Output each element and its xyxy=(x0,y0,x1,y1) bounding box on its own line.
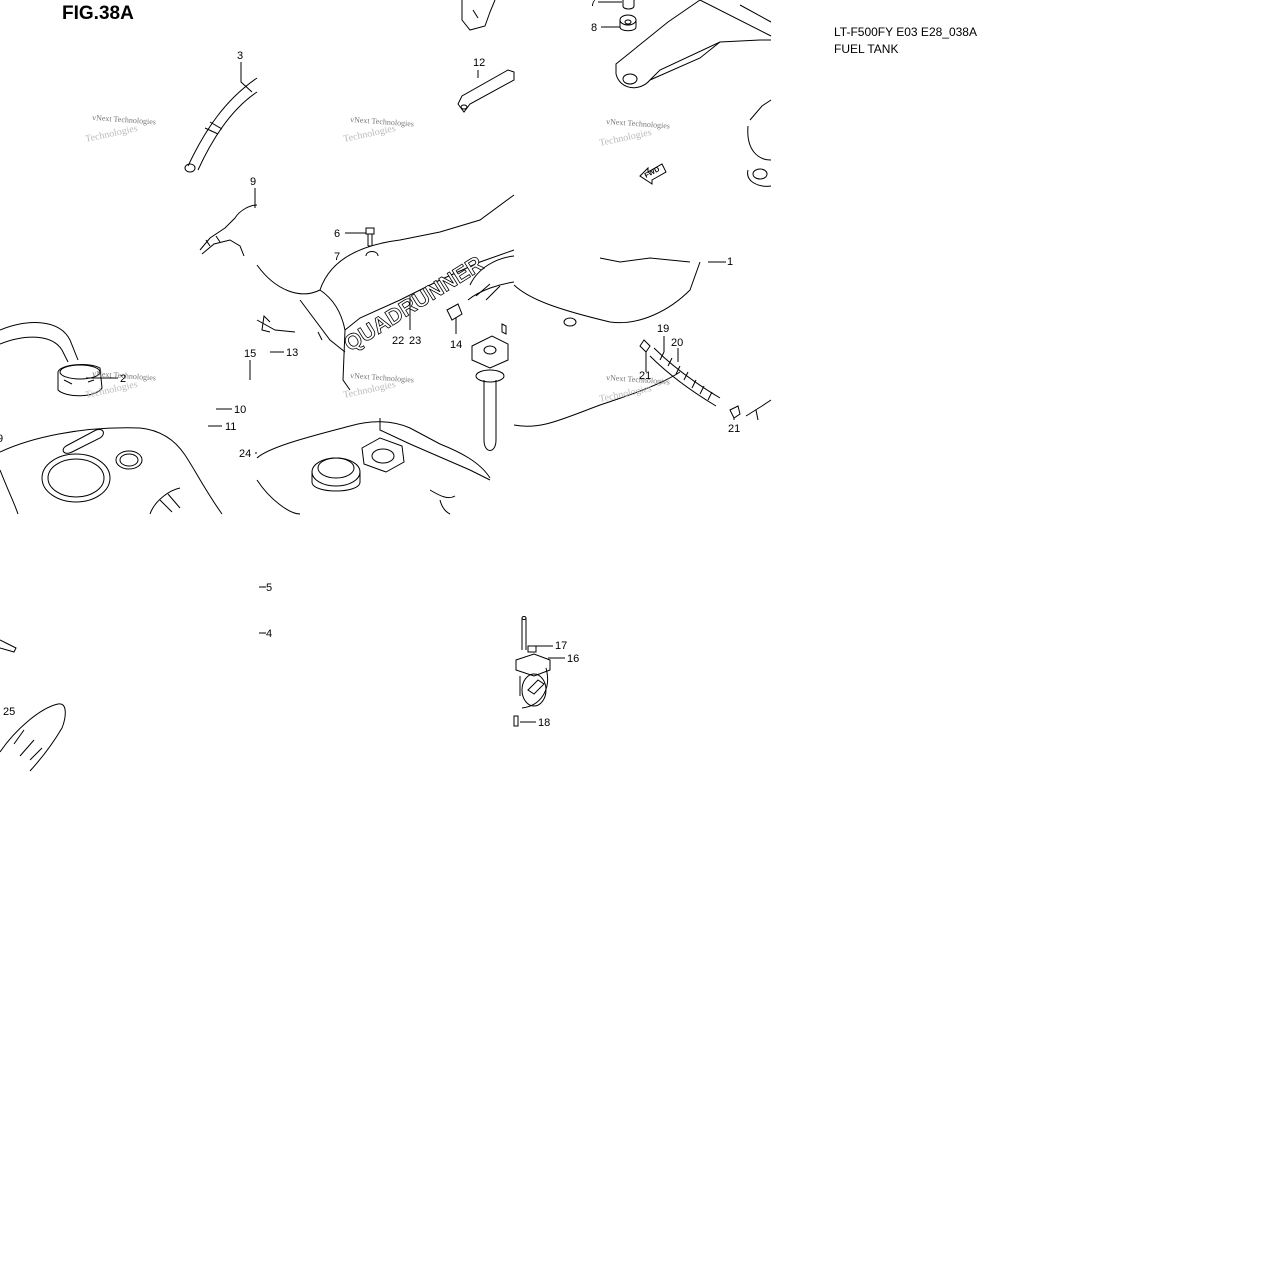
svg-text:vNext Technologies: vNext Technologies xyxy=(92,113,156,126)
callout-18: 18 xyxy=(538,717,550,729)
callout-9a: 9 xyxy=(250,176,256,188)
watermarks: Technologies vNext Technologies Technolo… xyxy=(84,113,670,405)
svg-text:vNext Technologies: vNext Technologies xyxy=(606,117,670,130)
callout-8: 8 xyxy=(591,22,597,34)
callout-13: 13 xyxy=(286,347,298,359)
figure-title: FIG.38A xyxy=(62,3,134,24)
callout-2: 2 xyxy=(120,373,126,385)
tile-masks xyxy=(128,618,771,668)
svg-text:vNext Technologies: vNext Technologies xyxy=(350,115,414,128)
callout-labels: 1 2 3 4 5 6 7 7 8 9 9 10 11 12 13 14 15 … xyxy=(0,0,740,729)
callout-6: 6 xyxy=(334,228,340,240)
svg-text:vNext Technologies: vNext Technologies xyxy=(606,373,670,386)
quadrunner-decal-part-23 xyxy=(467,255,515,301)
callout-21a: 21 xyxy=(639,370,651,382)
clamp-part-21 xyxy=(729,399,772,421)
callout-20: 20 xyxy=(671,337,683,349)
callout-14: 14 xyxy=(450,339,462,351)
callout-15: 15 xyxy=(244,348,256,360)
rear-fender xyxy=(513,257,701,427)
bracket-top xyxy=(461,0,496,31)
svg-text:Technologies: Technologies xyxy=(598,383,652,405)
fuel-cap-part-2 xyxy=(57,364,103,397)
svg-text:Technologies: Technologies xyxy=(598,127,652,149)
bolt-part-6 xyxy=(365,227,375,247)
fwd-arrow: FWD xyxy=(639,163,667,185)
breather-hose xyxy=(0,322,79,363)
callout-17: 17 xyxy=(555,640,567,652)
svg-text:Technologies: Technologies xyxy=(84,379,138,401)
leader-lines xyxy=(86,1,735,723)
callout-3: 3 xyxy=(237,50,243,62)
svg-text:vNext Technologies: vNext Technologies xyxy=(92,369,156,382)
callout-23: 23 xyxy=(409,335,421,347)
callout-16: 16 xyxy=(567,653,579,665)
callout-12: 12 xyxy=(473,57,485,69)
svg-text:Technologies: Technologies xyxy=(84,123,138,145)
fuel-hose-part-20 xyxy=(649,347,721,407)
callout-7b: 7 xyxy=(334,251,340,263)
fuel-tank-left xyxy=(0,427,223,515)
fuel-level-sender xyxy=(446,303,509,451)
callout-22: 22 xyxy=(392,335,404,347)
callout-5: 5 xyxy=(266,582,272,594)
callout-11: 11 xyxy=(225,421,236,433)
callout-9b: 9 xyxy=(0,433,3,445)
fuel-hose-part-3 xyxy=(184,77,258,173)
seat-rail-cover xyxy=(256,194,515,391)
fuel-valve-part-16 xyxy=(515,616,551,709)
svg-text:vNext Technologies: vNext Technologies xyxy=(350,371,414,384)
fuel-tank-body xyxy=(256,418,491,515)
callout-10: 10 xyxy=(234,404,246,416)
decal-part-25 xyxy=(0,639,66,772)
callout-19: 19 xyxy=(657,323,669,335)
callout-1: 1 xyxy=(727,256,733,268)
bracket-part-12 xyxy=(457,69,515,113)
callout-7a: 7 xyxy=(590,0,596,9)
frame-cover xyxy=(615,0,772,187)
clamp-part-19 xyxy=(639,339,651,353)
grommet-part-8 xyxy=(619,14,637,32)
section-name: FUEL TANK xyxy=(834,42,899,56)
model-code: LT-F500FY E03 E28_038A xyxy=(834,25,977,39)
screw-part-7 xyxy=(365,251,379,257)
callout-21b: 21 xyxy=(728,423,740,435)
callout-24: 24 xyxy=(239,448,251,460)
callout-4: 4 xyxy=(266,628,272,640)
callout-25: 25 xyxy=(3,706,15,718)
collar-part-7 xyxy=(622,0,635,10)
screw-part-17 xyxy=(527,645,537,653)
screw-part-18 xyxy=(513,715,519,727)
bracket-part-9 xyxy=(199,204,258,257)
